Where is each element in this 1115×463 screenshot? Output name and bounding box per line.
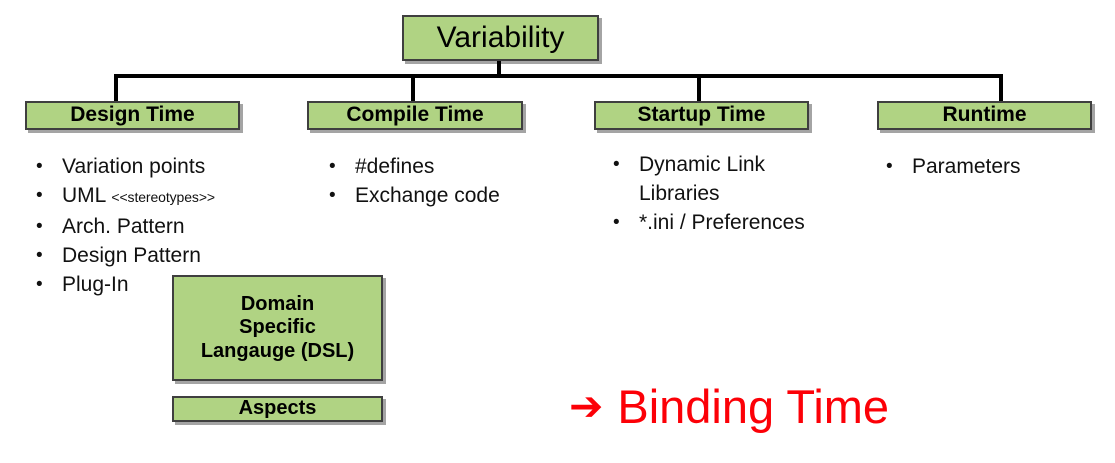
list-item: • Parameters — [886, 152, 1096, 181]
connector-drop-design-time — [114, 74, 118, 102]
list-item: • Arch. Pattern — [36, 212, 301, 241]
list-item: • Exchange code — [329, 181, 579, 210]
bullet-icon: • — [886, 156, 893, 177]
box-compile-time[interactable]: Compile Time — [307, 101, 523, 130]
list-item-label: Variation points — [62, 155, 206, 178]
box-design-time[interactable]: Design Time — [25, 101, 240, 130]
bullet-column-design-time: • Variation points • UML <<stereotypes>>… — [36, 152, 301, 299]
box-domain-specific-language[interactable]: Domain Specific Langauge (DSL) — [172, 275, 383, 381]
bullet-column-startup-time: • Dynamic Link Libraries • *.ini / Prefe… — [613, 150, 853, 237]
list-item: • #defines — [329, 152, 579, 181]
connector-drop-startup-time — [697, 74, 701, 102]
list-item-label: #defines — [355, 155, 435, 178]
list-item-label: Plug-In — [62, 273, 129, 296]
box-variability-label: Variability — [436, 21, 565, 55]
box-design-time-label: Design Time — [70, 103, 195, 127]
connector-drop-runtime — [999, 74, 1003, 102]
box-aspects-label: Aspects — [238, 397, 317, 420]
list-item-text: UML — [62, 184, 112, 207]
bullet-icon: • — [329, 185, 336, 206]
list-item-label: Exchange code — [355, 184, 500, 207]
connector-horizontal-bus — [114, 74, 1003, 78]
list-item-label: Parameters — [912, 155, 1021, 178]
bullet-icon: • — [613, 154, 620, 175]
list-item: • Plug-In — [36, 270, 301, 299]
right-arrow-icon: ➔ — [569, 383, 604, 429]
list-item: • UML <<stereotypes>> — [36, 181, 301, 212]
list-item: • *.ini / Preferences — [613, 208, 853, 237]
box-runtime[interactable]: Runtime — [877, 101, 1092, 130]
box-startup-time-label: Startup Time — [637, 103, 766, 127]
binding-time-label: Binding Time — [617, 380, 890, 433]
bullet-icon: • — [329, 156, 336, 177]
box-domain-specific-language-label: Domain Specific Langauge (DSL) — [200, 292, 355, 362]
list-item-label: Dynamic Link Libraries — [639, 153, 766, 205]
bullet-icon: • — [36, 216, 43, 237]
bullet-column-runtime: • Parameters — [886, 152, 1096, 181]
list-item-label: UML <<stereotypes>> — [62, 181, 301, 212]
connector-root-stem — [497, 61, 501, 76]
bullet-icon: • — [36, 274, 43, 295]
box-compile-time-label: Compile Time — [346, 103, 484, 127]
connector-drop-compile-time — [411, 74, 415, 102]
list-item-label: *.ini / Preferences — [639, 211, 805, 234]
bullet-icon: • — [36, 185, 43, 206]
box-startup-time[interactable]: Startup Time — [594, 101, 809, 130]
list-item-label: Arch. Pattern — [62, 215, 185, 238]
bullet-icon: • — [36, 156, 43, 177]
box-runtime-label: Runtime — [942, 103, 1027, 127]
list-item-note: <<stereotypes>> — [111, 189, 215, 205]
binding-time-callout: ➔ Binding Time — [569, 383, 889, 430]
box-variability[interactable]: Variability — [402, 15, 599, 61]
list-item-label: Design Pattern — [62, 244, 201, 267]
list-item: • Design Pattern — [36, 241, 301, 270]
bullet-icon: • — [36, 245, 43, 266]
list-item: • Dynamic Link Libraries — [613, 150, 853, 208]
box-aspects[interactable]: Aspects — [172, 396, 383, 422]
list-item: • Variation points — [36, 152, 301, 181]
bullet-icon: • — [613, 212, 620, 233]
bullet-column-compile-time: • #defines • Exchange code — [329, 152, 579, 210]
